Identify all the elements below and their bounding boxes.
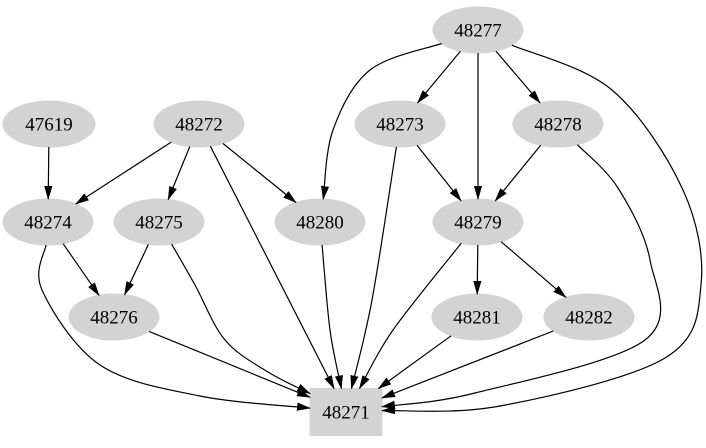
graph-edge-48273-48271 [350,146,397,390]
node-label: 48273 [376,114,424,135]
node-label: 48277 [454,20,502,41]
node-label: 48278 [534,114,582,135]
node-label: 48274 [24,212,72,233]
graph-edge-48274-48271 [38,244,311,411]
node-label: 48272 [175,114,223,135]
graph-node-48279: 48279 [432,198,524,246]
graph-node-48272: 48272 [153,100,245,148]
graph-edge-48279-48271 [358,242,462,390]
graph-edge-48272-48280 [222,143,297,204]
graph-edge-48282-48271 [381,330,554,399]
graph-edge-48277-48273 [416,50,461,104]
graph-edge-48272-48271 [209,146,335,390]
graph-edge-48279-48282 [500,241,567,298]
graph-edge-48274-48276 [62,243,100,297]
graph-node-48276: 48276 [68,293,160,341]
graph-node-48277: 48277 [432,6,524,54]
graph-node-48282: 48282 [543,293,635,341]
graph-node-48278: 48278 [512,100,604,148]
graph-edge-48280-48271 [321,244,343,390]
graph-edge-48279-48281 [473,244,482,295]
node-label: 47619 [25,114,73,135]
graph-edge-48272-48274 [74,141,172,205]
graph-edge-47619-48274 [44,146,53,200]
graph-node-48275: 48275 [113,198,205,246]
node-label: 48276 [90,307,138,328]
node-label: 48281 [453,307,501,328]
graph-edge-48276-48271 [148,330,311,398]
graph-edge-48277-48278 [495,50,541,104]
graph-node-48274: 48274 [2,198,94,246]
node-label: 48275 [135,212,183,233]
node-label: 48280 [296,212,344,233]
graph-edge-48277-48271 [381,44,703,415]
graph-edge-48278-48279 [494,144,542,202]
graph-node-47619: 47619 [2,100,96,148]
graph-node-48271: 48271 [309,388,383,436]
graph-edge-48275-48276 [124,244,149,296]
graph-node-48273: 48273 [354,100,446,148]
node-label: 48271 [322,402,370,423]
graph-edge-48275-48271 [171,243,311,395]
graph-node-48281: 48281 [431,293,523,341]
graph-node-48280: 48280 [274,198,366,246]
graph-edge-48278-48271 [381,144,662,409]
graph-edge-48272-48275 [167,146,191,201]
graph-edge-48273-48279 [416,144,462,202]
graph-edge-48281-48271 [377,335,452,390]
graph-edge-48277-48280 [321,42,442,201]
node-label: 48279 [454,212,502,233]
node-label: 48282 [565,307,613,328]
